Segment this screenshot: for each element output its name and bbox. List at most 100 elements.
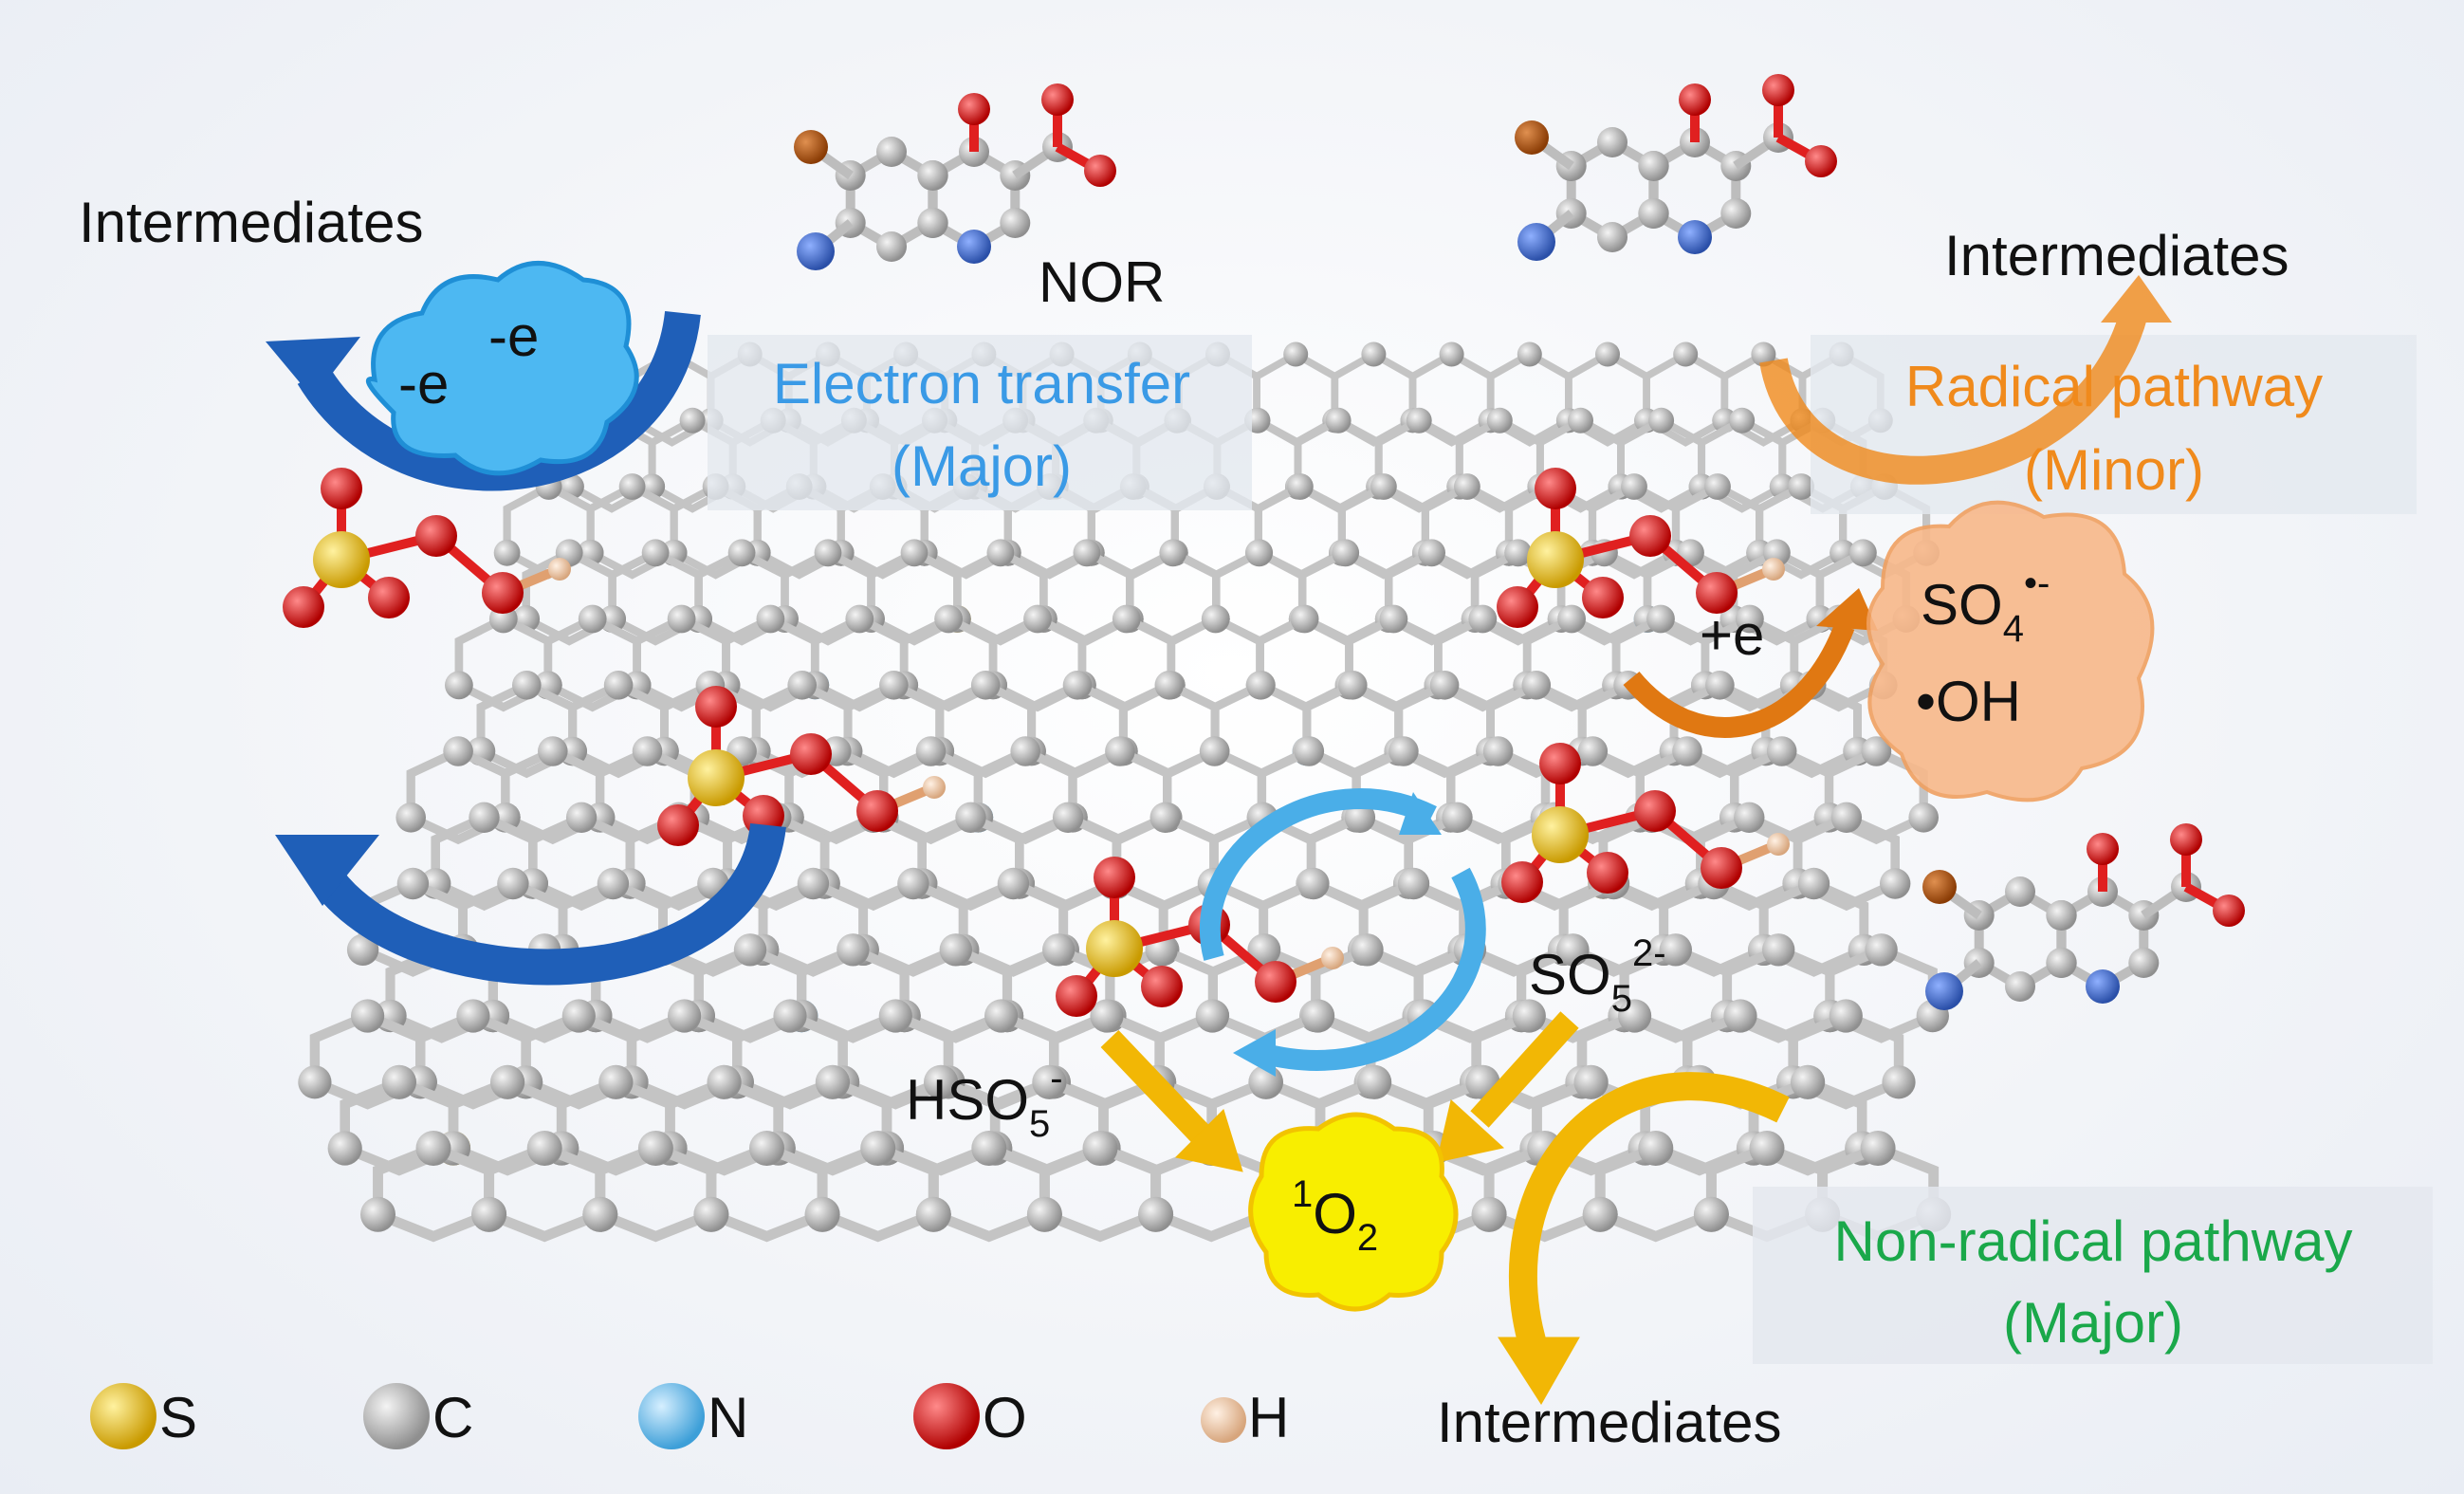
fluorine-atom — [1922, 870, 1957, 904]
carbon-atom — [1582, 1196, 1618, 1232]
arrowhead-icon — [275, 835, 379, 906]
carbon-atom — [1646, 604, 1675, 634]
electron-label: -e — [398, 352, 449, 415]
carbon-atom — [1073, 539, 1101, 567]
carbon-atom — [565, 802, 598, 833]
carbon-atom — [1638, 198, 1669, 229]
oxygen-atom — [695, 686, 737, 728]
carbon-atom — [632, 736, 663, 766]
carbon-atom — [598, 1064, 634, 1099]
oxygen-atom — [1094, 857, 1135, 898]
electron-label: -e — [488, 304, 539, 368]
carbon-atom — [814, 539, 842, 567]
nor-label: NOR — [1039, 250, 1165, 314]
carbon-atom — [1287, 473, 1314, 500]
oxygen-atom — [2087, 833, 2119, 865]
carbon-atom — [1471, 1196, 1507, 1232]
carbon-atom — [1090, 999, 1124, 1033]
carbon-atom — [1486, 407, 1513, 433]
non-radical-pathway-major: (Major) — [2003, 1291, 2183, 1355]
legend-label-h: H — [1248, 1386, 1289, 1449]
atom-legend: S C N O H — [90, 1383, 1289, 1449]
oxygen-atom — [958, 93, 990, 125]
carbon-atom — [1397, 867, 1430, 900]
carbon-atom — [1577, 736, 1609, 766]
nitrogen-atom — [797, 232, 835, 270]
oxygen-atom — [1497, 586, 1538, 628]
carbon-atom — [1791, 1064, 1826, 1099]
carbon-atom — [1379, 604, 1408, 634]
carbon-atom — [1723, 999, 1757, 1033]
sulfur-atom — [1086, 920, 1143, 977]
oxygen-atom — [1141, 966, 1183, 1007]
carbon-ring — [1788, 1010, 1904, 1110]
hydrogen-atom — [548, 558, 571, 581]
carbon-atom — [1882, 1065, 1916, 1099]
oxygen-atom — [368, 577, 410, 618]
carbon-atom — [924, 1064, 959, 1099]
singlet-oxygen-cloud: 1O2 — [1248, 1112, 1459, 1312]
oxygen-atom — [1696, 572, 1738, 614]
intermediates-label-top-right: Intermediates — [1944, 224, 2289, 287]
carbon-atom — [1659, 933, 1693, 967]
legend-item-c: C — [363, 1383, 473, 1449]
oxygen-atom — [1501, 861, 1543, 903]
carbon-atom — [1199, 736, 1230, 766]
oxygen-atom — [2213, 895, 2245, 927]
carbon-atom — [445, 671, 473, 700]
carbon-atom — [1829, 999, 1863, 1033]
hydroxyl-radical-label: •OH — [1916, 670, 2021, 733]
carbon-atom — [493, 539, 521, 566]
carbon-atom — [2046, 948, 2077, 978]
carbon-atom — [668, 999, 702, 1033]
arrowhead-icon — [1816, 588, 1878, 631]
carbon-atom — [997, 867, 1030, 900]
carbon-atom — [582, 1196, 618, 1232]
carbon-atom — [526, 1131, 562, 1166]
carbon-atom — [381, 1064, 416, 1099]
hso5-label: HSO — [906, 1068, 1029, 1132]
carbon-atom — [1638, 1131, 1674, 1166]
carbon-atom — [1568, 407, 1593, 433]
oxygen-atom — [1056, 975, 1097, 1017]
oxygen-atom — [1679, 83, 1711, 116]
carbon-atom — [917, 208, 948, 238]
legend-item-s: S — [90, 1383, 197, 1449]
sulfur-atom — [1532, 806, 1589, 863]
oxygen-atom — [790, 733, 832, 775]
carbon-atom — [897, 867, 929, 900]
carbon-atom — [1406, 407, 1432, 433]
carbon-atom — [1357, 1064, 1392, 1099]
carbon-atom — [1880, 868, 1911, 899]
electron-cloud: -e -e — [365, 261, 639, 476]
redox-cycle-arrow — [1199, 788, 1486, 1077]
arrowhead-icon — [266, 337, 360, 398]
carbon-atom — [1597, 222, 1627, 252]
radical-pathway-title: Radical pathway — [1905, 355, 2323, 418]
carbon-atom — [1556, 933, 1590, 967]
carbon-atom — [396, 867, 430, 900]
carbon-atom — [984, 999, 1019, 1033]
carbon-atom — [1830, 802, 1863, 833]
sulfur-atom — [1527, 531, 1584, 588]
carbon-atom — [1736, 604, 1764, 634]
carbon-atom — [637, 1131, 673, 1166]
oxygen-atom — [856, 790, 898, 832]
fluorine-atom — [1515, 120, 1549, 155]
carbon-atom — [2005, 876, 2035, 907]
carbon-atom — [1749, 1131, 1785, 1166]
carbon-atom — [749, 1131, 784, 1166]
carbon-ring — [1825, 944, 1938, 1043]
carbon-atom — [679, 407, 706, 433]
electron-transfer-title: Electron transfer — [773, 352, 1190, 415]
svg-text:1O2: 1O2 — [1292, 1173, 1378, 1259]
legend-label-o: O — [983, 1386, 1027, 1449]
oxygen-atom — [1539, 743, 1581, 784]
carbon-atom — [1673, 341, 1699, 367]
carbon-atom — [1762, 933, 1795, 967]
hydrogen-atom — [1767, 833, 1790, 856]
hso5-superscript: - — [1050, 1058, 1062, 1099]
carbon-atom — [497, 867, 529, 900]
carbon-atom — [1429, 671, 1460, 700]
